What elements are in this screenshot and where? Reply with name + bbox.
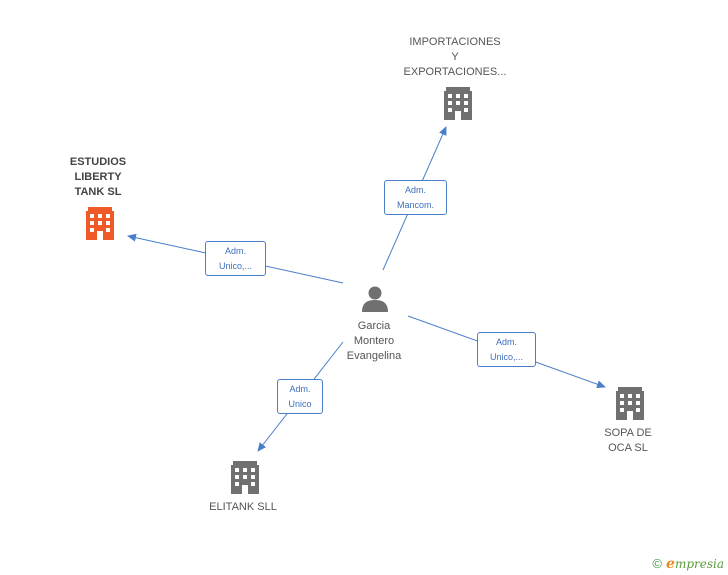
building-icon-estudios[interactable]	[86, 207, 114, 240]
relation-label-line: Mancom.	[396, 200, 434, 210]
person-name-line: Garcia	[357, 320, 391, 332]
relation-box-elitank[interactable]: Adm. Unico	[277, 379, 323, 414]
brand-footer[interactable]: ©empresia	[652, 556, 724, 572]
person-name-line: Montero	[353, 335, 395, 347]
company-label-line: ESTUDIOS	[69, 156, 127, 168]
relation-box-sopa[interactable]: Adm. Unico,...	[477, 332, 536, 367]
building-icon-importaciones[interactable]	[444, 87, 472, 120]
company-label-line: ELITANK SLL	[209, 501, 277, 513]
company-label-elitank[interactable]: ELITANK SLL	[193, 500, 293, 515]
brand-logo-initial: e	[666, 556, 675, 572]
company-label-line: OCA SL	[608, 442, 648, 454]
copyright-symbol: ©	[652, 556, 663, 571]
relation-box-estudios[interactable]: Adm. Unico,...	[205, 241, 266, 276]
relation-label-line: Adm.	[224, 246, 246, 256]
company-label-estudios[interactable]: ESTUDIOS LIBERTY TANK SL	[48, 155, 148, 200]
relation-label-line: Unico	[288, 399, 312, 409]
relation-label-line: Adm.	[495, 337, 517, 347]
company-label-sopa[interactable]: SOPA DE OCA SL	[588, 426, 668, 456]
company-label-line: LIBERTY	[74, 171, 122, 183]
building-icon-sopa[interactable]	[616, 387, 644, 420]
company-label-line: SOPA DE	[604, 427, 652, 439]
relation-label-line: Unico,...	[218, 261, 252, 271]
company-label-importaciones[interactable]: IMPORTACIONES Y EXPORTACIONES...	[390, 35, 520, 80]
company-label-line: TANK SL	[74, 186, 122, 198]
company-label-line: Y	[451, 51, 459, 63]
relation-box-importaciones[interactable]: Adm. Mancom.	[384, 180, 447, 215]
company-label-line: IMPORTACIONES	[409, 36, 501, 48]
person-icon[interactable]	[362, 286, 388, 313]
relation-label-line: Adm.	[289, 384, 311, 394]
company-label-line: EXPORTACIONES...	[403, 66, 507, 78]
relation-label-line: Adm.	[404, 185, 426, 195]
relation-label-line: Unico,...	[489, 352, 523, 362]
person-name-label[interactable]: Garcia Montero Evangelina	[324, 319, 424, 364]
person-name-line: Evangelina	[346, 350, 402, 362]
building-icon-elitank[interactable]	[231, 461, 259, 494]
brand-logo-text: mpresia	[674, 557, 724, 571]
